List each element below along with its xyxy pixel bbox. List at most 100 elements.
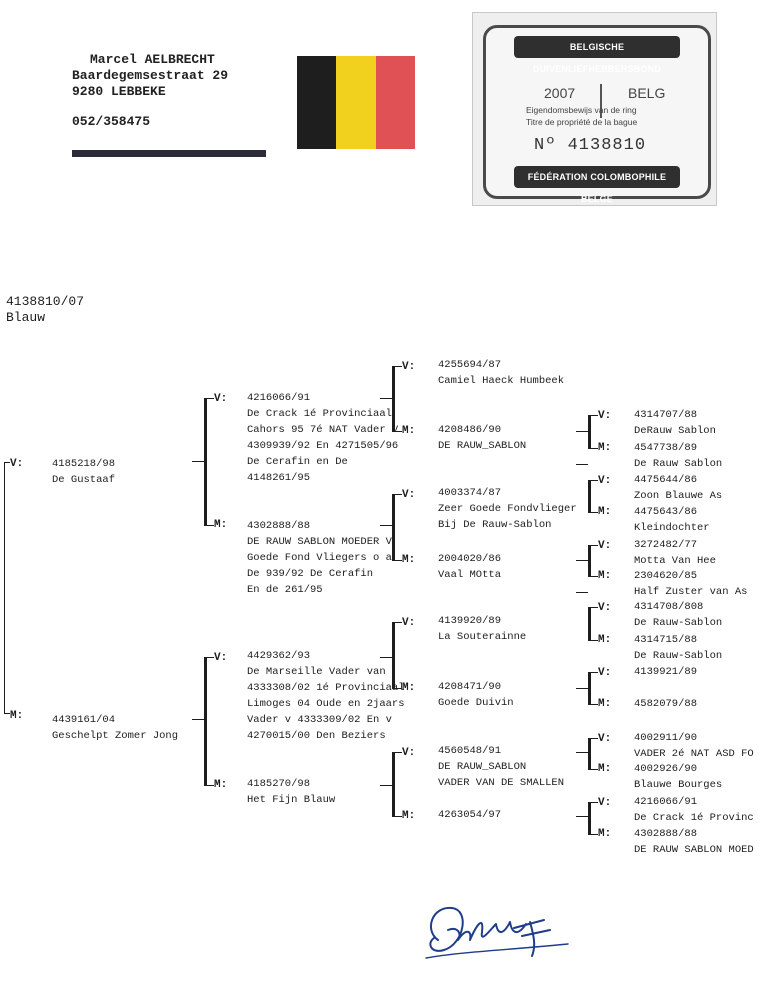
g4-2-tick-m (588, 576, 598, 577)
ring-country: BELG (628, 85, 666, 101)
sd-tick-v (392, 494, 402, 495)
label-g4-m: M: (598, 828, 612, 840)
label-g4-m: M: (598, 634, 612, 646)
g4-1-tick-m (588, 512, 598, 513)
sire-sire-line: De Cerafin en De (247, 456, 348, 468)
g4-2-tick-v (588, 545, 598, 546)
label-ssd: M: (402, 425, 416, 437)
g4-0-connector (576, 431, 588, 432)
ring-certificate-plate: BELGISCHE DUIVENLIEFHEBBERSBOND 2007 BEL… (483, 25, 711, 204)
owner-city: 9280 LEBBEKE (72, 84, 166, 99)
label-g4-v: V: (598, 733, 612, 745)
ring-footer: FÉDÉRATION COLOMBOPHILE BELGE (514, 166, 680, 204)
g4-3-tick-m (588, 640, 598, 641)
g4-dam-name: DE RAUW SABLON MOED (634, 844, 754, 856)
dsd-ring: 4208471/90 (438, 681, 502, 693)
g4-sire-name: DeRauw Sablon (634, 425, 716, 437)
sire-dam-line: DE RAUW SABLON MOEDER V (247, 536, 392, 548)
label-dsd: M: (402, 682, 416, 694)
sire-sire-line: Cahors 95 7é NAT Vader V (247, 424, 399, 436)
dd-tick-m (392, 816, 402, 817)
g4-dam-name: De Rauw Sablon (634, 458, 723, 470)
ring-certificate: BELGISCHE DUIVENLIEFHEBBERSBOND 2007 BEL… (472, 12, 717, 206)
ds-tick-v (392, 622, 402, 623)
g4-5-tick-v (588, 738, 598, 739)
label-g4-v: V: (598, 602, 612, 614)
ss-tick-m (392, 431, 402, 432)
g4-sire-ring: 3272482/77 (634, 539, 698, 551)
g4-1-bracket (588, 480, 591, 512)
g4-sire-name: De Crack 1é Provinc (634, 812, 754, 824)
root-tick-v (4, 462, 10, 463)
dds-ring: 4560548/91 (438, 745, 502, 757)
label-g4-m: M: (598, 570, 612, 582)
sss-line: Camiel Haeck Humbeek (438, 375, 565, 387)
dam-dam-line: Het Fijn Blauw (247, 794, 336, 806)
dd-tick-v (392, 752, 402, 753)
dam-sire-line: 4270015/00 Den Beziers (247, 730, 386, 742)
sdd-line: Vaal MOtta (438, 569, 502, 581)
sire-bracket (204, 398, 207, 525)
ring-header: BELGISCHE DUIVENLIEFHEBBERSBOND (514, 36, 680, 74)
header-divider (72, 150, 266, 157)
g4-6-tick-m (588, 834, 598, 835)
ddd-ring: 4263054/97 (438, 809, 502, 821)
ring-mark (600, 84, 602, 118)
sire-dam-line: Goede Fond Vliegers o a (247, 552, 392, 564)
label-g4-v: V: (598, 667, 612, 679)
sds-line: Bij De Rauw-Sablon (438, 519, 552, 531)
g4-0-tick-m (588, 448, 598, 449)
dss-line: La Souterainne (438, 631, 527, 643)
g4-sire-name: VADER 2é NAT ASD FO (634, 748, 754, 760)
owner-block: Marcel AELBRECHT Baardegemsestraat 29 92… (72, 52, 228, 130)
g4-sire-ring: 4314707/88 (634, 409, 698, 421)
g4-4-connector (576, 688, 588, 689)
g4-sire-ring: 4475644/86 (634, 474, 698, 486)
g4-2-connector (576, 560, 588, 561)
g4-3-bracket (588, 607, 591, 640)
g4-sire-name: Motta Van Hee (634, 555, 716, 567)
dam-tick-m (204, 785, 214, 786)
g4-dam-name: De Rauw-Sablon (634, 650, 723, 662)
g4-0-tick-v (588, 415, 598, 416)
sire-sire-line: De Crack 1é Provinciaal (247, 408, 392, 420)
root-tick-m (4, 713, 10, 714)
g4-4-bracket (588, 672, 591, 704)
g4-6-connector (576, 816, 588, 817)
label-g4-v: V: (598, 797, 612, 809)
dam-bracket (204, 657, 207, 785)
ss-connector (380, 398, 392, 399)
g4-3-tick-v (588, 607, 598, 608)
ds-tick-m (392, 688, 402, 689)
sire-ring: 4185218/98 (52, 458, 116, 470)
label-sss: V: (402, 361, 416, 373)
dd-connector (380, 785, 392, 786)
g4-4-tick-v (588, 672, 598, 673)
label-g4-m: M: (598, 763, 612, 775)
label-sds: V: (402, 489, 416, 501)
g4-sire-ring: 4002911/90 (634, 732, 698, 744)
signature (425, 906, 569, 959)
label-g4-m: M: (598, 442, 612, 454)
dam-line: Geschelpt Zomer Jong (52, 730, 179, 742)
dam-connector (192, 719, 204, 720)
label-g4-v: V: (598, 540, 612, 552)
label-dam-sire: V: (214, 652, 228, 664)
flag-stripe-yellow (336, 56, 376, 149)
dam-tick-v (204, 657, 214, 658)
sire-line: De Gustaaf (52, 474, 116, 486)
g4-dam-name: Blauwe Bourges (634, 779, 723, 791)
ds-connector (380, 657, 392, 658)
label-dam-dam: M: (214, 779, 228, 791)
dam-sire-line: Vader v 4333309/02 En v (247, 714, 392, 726)
dam-ring: 4439161/04 (52, 714, 116, 726)
label-sire-sire: V: (214, 393, 228, 405)
sire-dam-line: En de 261/95 (247, 584, 323, 596)
ring-year: 2007 (544, 85, 576, 101)
g4-0-bracket (588, 415, 591, 448)
sire-sire-line: 4309939/92 En 4271505/96 (247, 440, 399, 452)
g4-5-connector (576, 752, 588, 753)
dd-bracket (392, 752, 395, 816)
dds-line: DE RAUW_SABLON (438, 761, 527, 773)
g4-3-connector (576, 592, 588, 593)
